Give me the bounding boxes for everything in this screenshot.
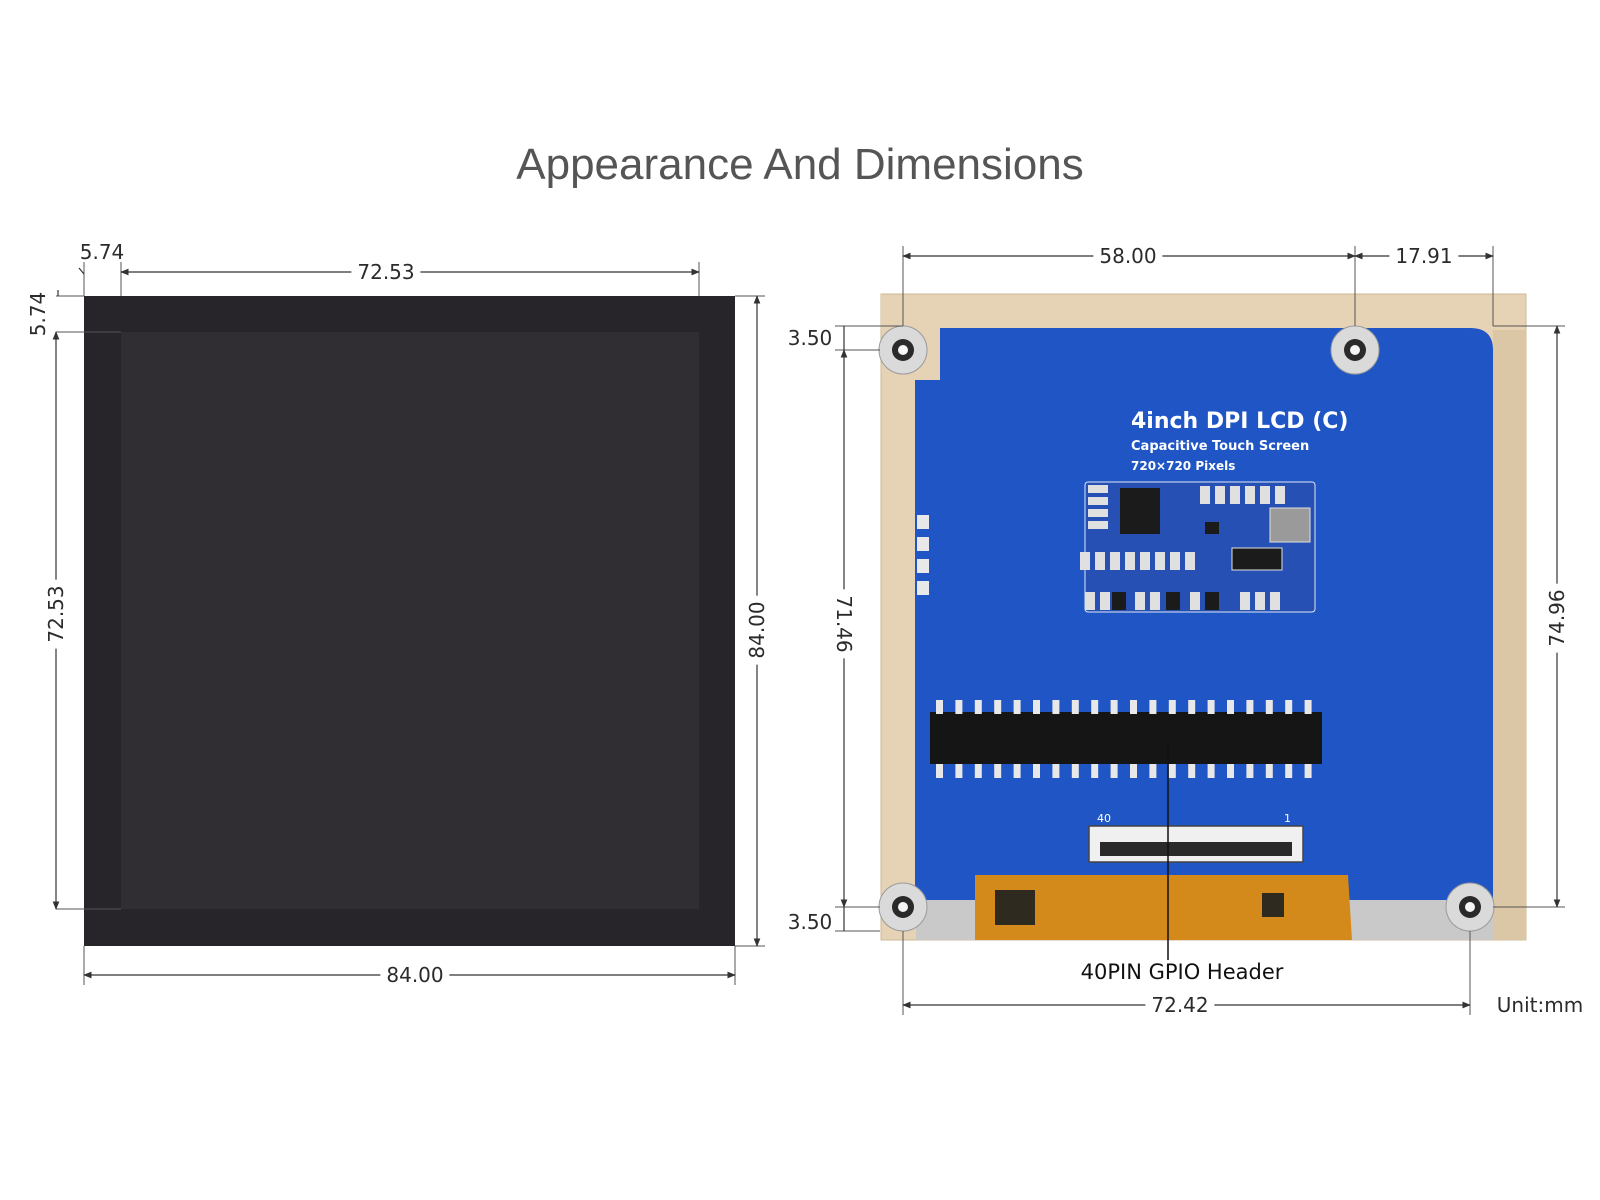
gpio-pin xyxy=(1207,700,1215,714)
dim-line-bezel-top-tick xyxy=(78,267,85,275)
gpio-pin xyxy=(936,764,943,778)
dim-hole-offset-top: 3.50 xyxy=(787,326,833,350)
gpio-pin xyxy=(1033,764,1040,778)
gpio-pin xyxy=(1013,700,1021,714)
gpio-pin xyxy=(1071,700,1079,714)
gpio-pin xyxy=(1188,764,1196,778)
dim-active-height: 72.53 xyxy=(44,579,68,649)
dim-board-height: 74.96 xyxy=(1545,583,1569,653)
gpio-pin xyxy=(1227,764,1234,778)
pcb-title: 4inch DPI LCD (C) xyxy=(1131,409,1348,434)
gpio-pin xyxy=(1285,764,1293,778)
dim-outer-height: 84.00 xyxy=(745,595,769,665)
gpio-pin xyxy=(1052,764,1060,778)
gpio-pin xyxy=(1246,700,1254,714)
dim-active-width: 72.53 xyxy=(351,260,421,284)
gpio-header xyxy=(930,700,1322,778)
connector-pin-right: 1 xyxy=(1284,812,1291,825)
gpio-pin xyxy=(1227,700,1234,714)
dim-hole-span-vertical: 71.46 xyxy=(832,589,856,659)
dim-outer-width: 84.00 xyxy=(380,963,450,987)
gpio-pin xyxy=(974,764,982,778)
pcb-components xyxy=(1080,481,1316,613)
dim-hole-to-edge: 17.91 xyxy=(1389,244,1459,268)
gpio-pin xyxy=(1188,700,1196,714)
gpio-pin xyxy=(1285,700,1293,714)
connector-pin-left: 40 xyxy=(1097,812,1111,825)
fpc-flex-cable xyxy=(975,875,1352,940)
gpio-pin xyxy=(1265,700,1273,714)
dim-hole-offset-bottom: 3.50 xyxy=(787,910,833,934)
gpio-pin xyxy=(1110,764,1118,778)
gpio-pin xyxy=(1265,764,1273,778)
gpio-pin xyxy=(1246,764,1254,778)
gpio-pin xyxy=(1149,700,1157,714)
unit-label: Unit:mm xyxy=(1496,993,1584,1017)
gpio-pin xyxy=(1207,764,1215,778)
dim-bezel-top: 5.74 xyxy=(79,240,125,264)
dim-hole-span-top: 58.00 xyxy=(1093,244,1163,268)
gpio-pin xyxy=(1149,764,1157,778)
gpio-pin xyxy=(1168,700,1176,714)
gpio-pin xyxy=(974,700,982,714)
gpio-pin xyxy=(994,700,1002,714)
page-title: Appearance And Dimensions xyxy=(516,140,1084,189)
gpio-pin xyxy=(936,700,943,714)
gpio-pin xyxy=(1052,700,1060,714)
gpio-pin xyxy=(1091,764,1099,778)
gpio-pin xyxy=(1168,764,1176,778)
gpio-pin xyxy=(1091,700,1099,714)
frame-right-step xyxy=(1493,330,1526,940)
dim-hole-span-bottom: 72.42 xyxy=(1145,993,1215,1017)
gpio-pin xyxy=(955,700,963,714)
gpio-pin xyxy=(1071,764,1079,778)
gpio-pin xyxy=(1110,700,1118,714)
gpio-pin xyxy=(1130,700,1137,714)
pcb-subtitle: Capacitive Touch Screen xyxy=(1131,439,1309,454)
mounting-holes xyxy=(878,325,1495,932)
dim-bezel-left: 5.74 xyxy=(26,291,50,337)
gpio-pin xyxy=(1304,764,1312,778)
gpio-pin xyxy=(1013,764,1021,778)
pcb-side-pads xyxy=(917,515,929,595)
gpio-pin xyxy=(1304,700,1312,714)
gpio-pin xyxy=(994,764,1002,778)
gpio-header-label: 40PIN GPIO Header xyxy=(1076,960,1288,984)
gpio-pin xyxy=(955,764,963,778)
gpio-pin xyxy=(1033,700,1040,714)
gpio-pin xyxy=(1130,764,1137,778)
pcb-resolution: 720×720 Pixels xyxy=(1131,459,1235,473)
lcd-active-area xyxy=(121,332,699,909)
